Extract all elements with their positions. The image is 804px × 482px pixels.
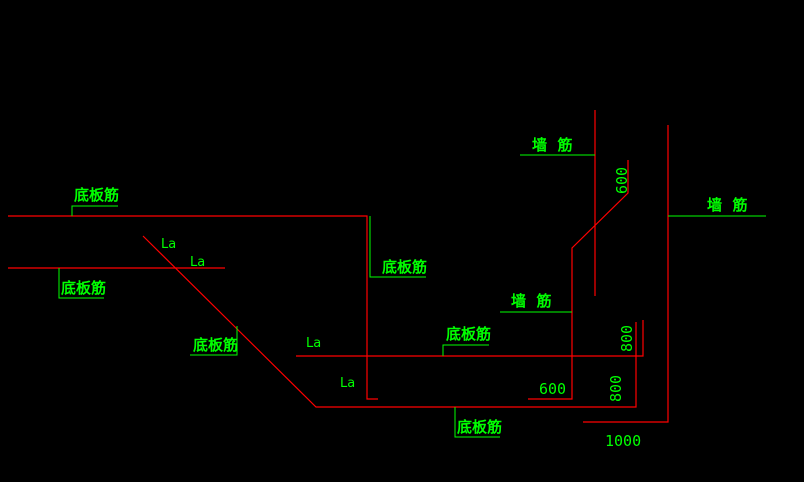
label-pit-slab: 底板筋 — [446, 325, 491, 343]
rebar-slope-bottom — [142, 235, 637, 408]
leader-lines — [58, 154, 766, 438]
label-slab-mid: 底板筋 — [382, 258, 427, 276]
rebar-lines — [8, 110, 669, 423]
label-wall-upper: 墙 筋 — [532, 136, 572, 154]
dim-600-vertical: 600 — [613, 167, 631, 194]
rebar-slab-upper — [8, 215, 378, 400]
dim-600-horizontal: 600 — [539, 380, 566, 398]
label-slab-left: 底板筋 — [61, 279, 106, 297]
rebar-inner-wall — [528, 160, 629, 400]
leader-slab-left — [58, 268, 104, 299]
label-wall-mid: 墙 筋 — [511, 292, 551, 310]
dim-800-lower: 800 — [607, 375, 625, 402]
rebar-outer-wall — [583, 125, 669, 423]
label-slope: 底板筋 — [193, 336, 238, 354]
dim-800-upper: 800 — [618, 325, 636, 352]
leader-slab-mid — [369, 216, 426, 278]
label-wall-right: 墙 筋 — [707, 196, 747, 214]
leader-slab-top — [71, 205, 118, 216]
label-anchorage-4: La — [340, 376, 355, 391]
label-anchorage-2: La — [190, 255, 205, 270]
label-anchorage-1: La — [161, 237, 176, 252]
leader-slope — [190, 326, 238, 356]
label-pit-bottom: 底板筋 — [457, 418, 502, 436]
label-anchorage-3: La — [306, 336, 321, 351]
text-labels: 底板筋 底板筋 底板筋 底板筋 底板筋 底板筋 墙 筋 墙 筋 墙 筋 La L… — [61, 136, 747, 450]
rebar-pit-slab — [296, 320, 644, 357]
leader-pit-slab — [442, 344, 489, 356]
label-slab-top: 底板筋 — [74, 186, 119, 204]
dim-1000: 1000 — [605, 432, 641, 450]
leader-pit-bottom — [454, 407, 500, 438]
